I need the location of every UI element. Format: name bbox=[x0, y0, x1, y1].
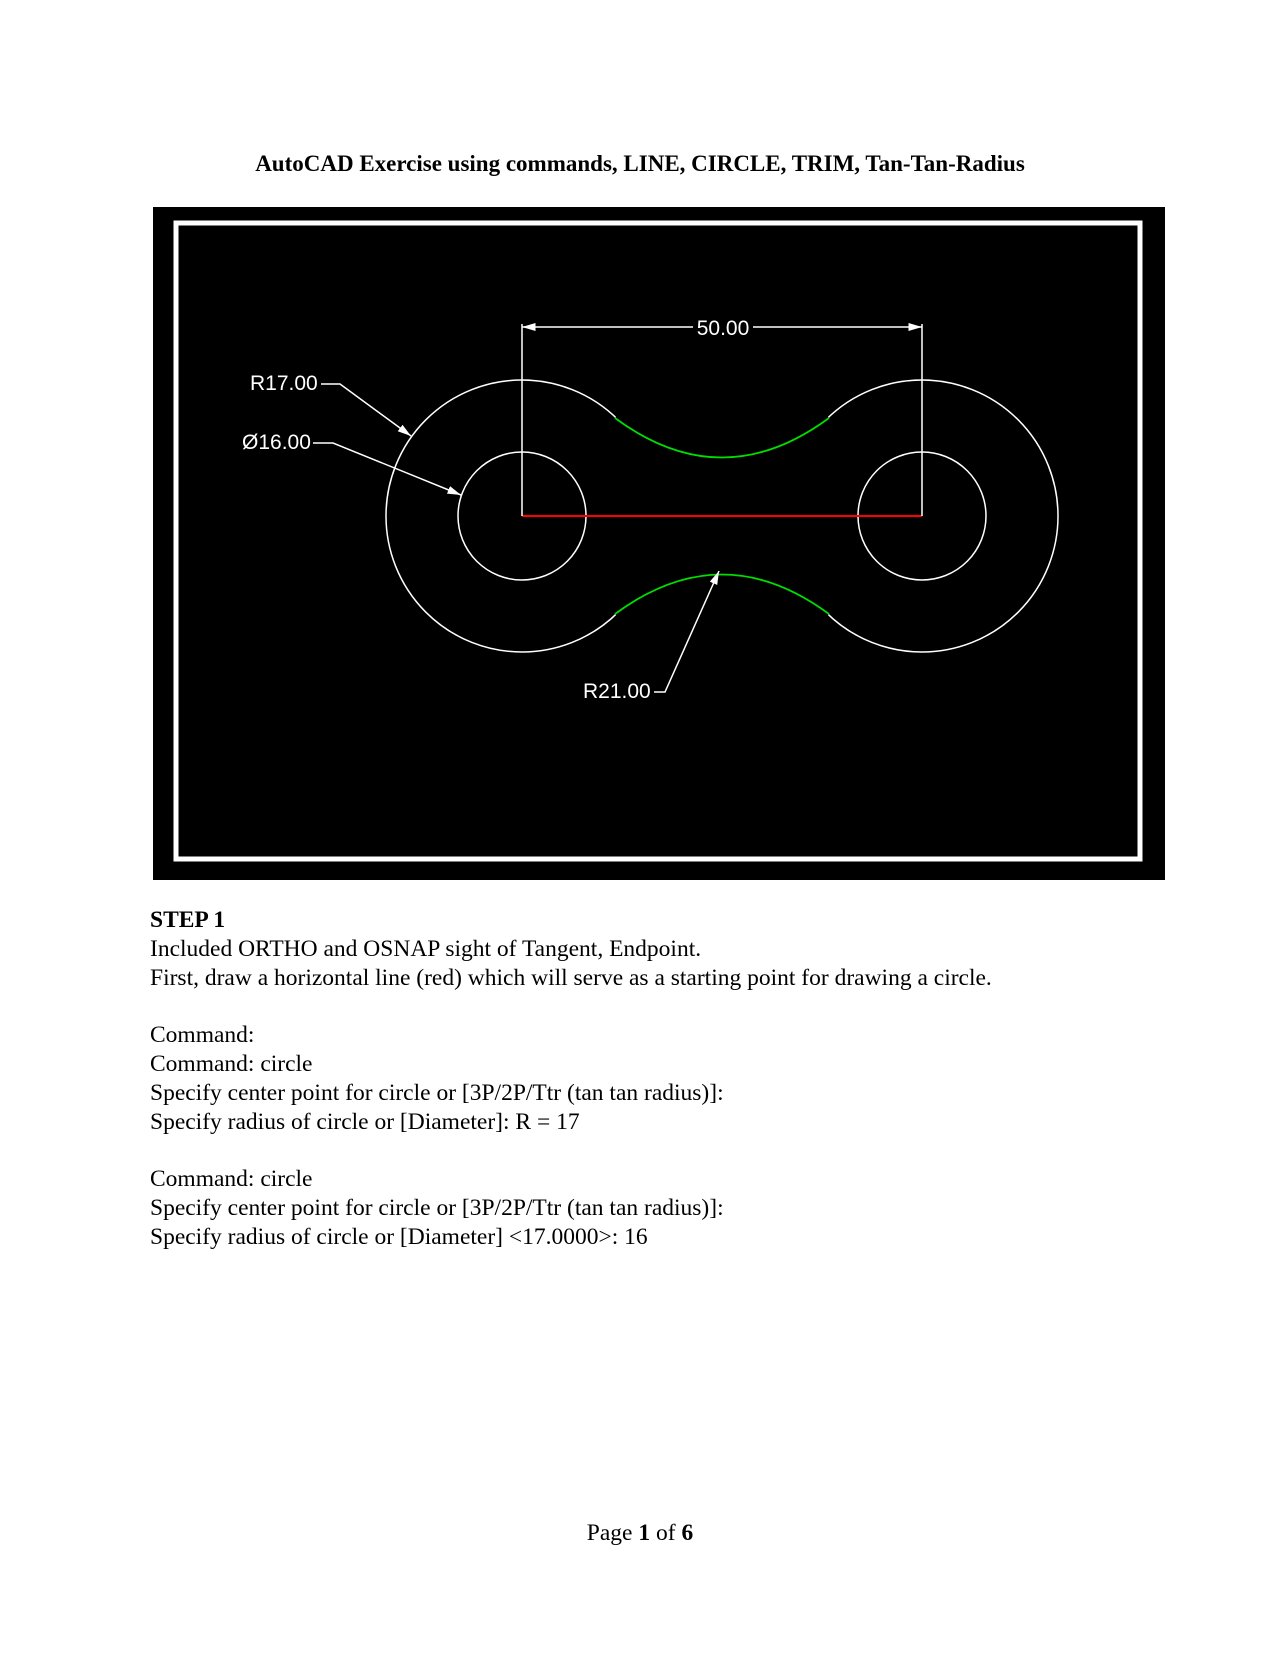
command-line: Specify center point for circle or [3P/2… bbox=[150, 1195, 724, 1221]
footer-current-page: 1 bbox=[638, 1520, 651, 1546]
cad-drawing-figure: 50.00 R17.00 Ø16.00 R21.00 bbox=[153, 207, 1165, 880]
outer-radius-label: R17.00 bbox=[250, 372, 318, 395]
step-1-section: STEP 1 Included ORTHO and OSNAP sight of… bbox=[150, 906, 1150, 1252]
step-intro-line: First, draw a horizontal line (red) whic… bbox=[150, 965, 992, 991]
footer-total-pages: 6 bbox=[681, 1520, 694, 1546]
dimension-label: 50.00 bbox=[697, 317, 750, 340]
step-heading: STEP 1 bbox=[150, 907, 226, 933]
command-line: Command: bbox=[150, 1022, 255, 1048]
outer-radius-leader bbox=[321, 383, 412, 437]
command-line: Command: circle bbox=[150, 1051, 313, 1077]
command-line: Command: circle bbox=[150, 1166, 313, 1192]
footer-page-word: Page bbox=[586, 1520, 633, 1546]
inner-diameter-label: Ø16.00 bbox=[242, 431, 311, 454]
fillet-radius-label: R21.00 bbox=[583, 680, 651, 703]
lower-tangent-arc bbox=[614, 573, 830, 615]
document-title: AutoCAD Exercise using commands, LINE, C… bbox=[255, 151, 1025, 176]
step-intro-line: Included ORTHO and OSNAP sight of Tangen… bbox=[150, 936, 702, 962]
command-line: Specify radius of circle or [Diameter] <… bbox=[150, 1224, 648, 1250]
drawing-frame-border bbox=[173, 220, 1143, 862]
command-line: Specify center point for circle or [3P/2… bbox=[150, 1080, 724, 1106]
fillet-radius-leader bbox=[654, 570, 720, 693]
page-footer: Page 1 of 6 bbox=[0, 1519, 1280, 1547]
upper-tangent-arc bbox=[614, 417, 830, 459]
cad-drawing-canvas: 50.00 R17.00 Ø16.00 R21.00 bbox=[173, 220, 1143, 862]
footer-of-word: of bbox=[655, 1520, 676, 1546]
inner-diameter-leader bbox=[313, 442, 462, 496]
command-line: Specify radius of circle or [Diameter]: … bbox=[150, 1109, 580, 1135]
